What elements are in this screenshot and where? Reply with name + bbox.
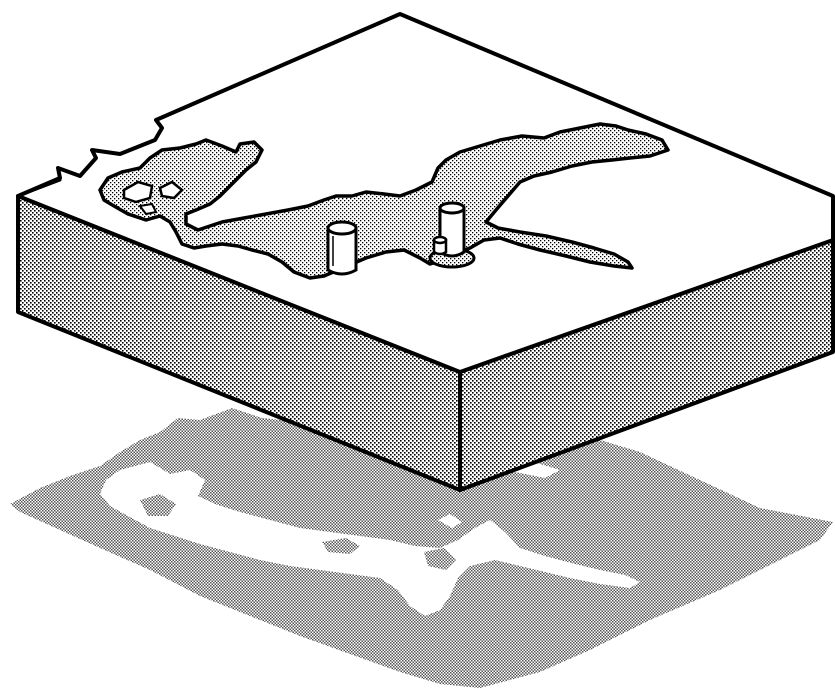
map-island-2 [322, 538, 360, 554]
map-arrow-mark [438, 514, 462, 528]
map-island-3 [424, 548, 456, 570]
cave-island-3 [138, 202, 158, 216]
block [16, 12, 835, 492]
cave-passage [98, 122, 670, 280]
cave-island-1 [122, 180, 154, 204]
map-cave-footprint [100, 462, 640, 616]
cave-island-2 [158, 180, 184, 200]
top-rim-edge [17, 119, 164, 198]
pillar-left [326, 220, 358, 276]
projected-map [10, 408, 833, 688]
pillar-right [428, 201, 476, 269]
map-island-1 [140, 494, 176, 516]
